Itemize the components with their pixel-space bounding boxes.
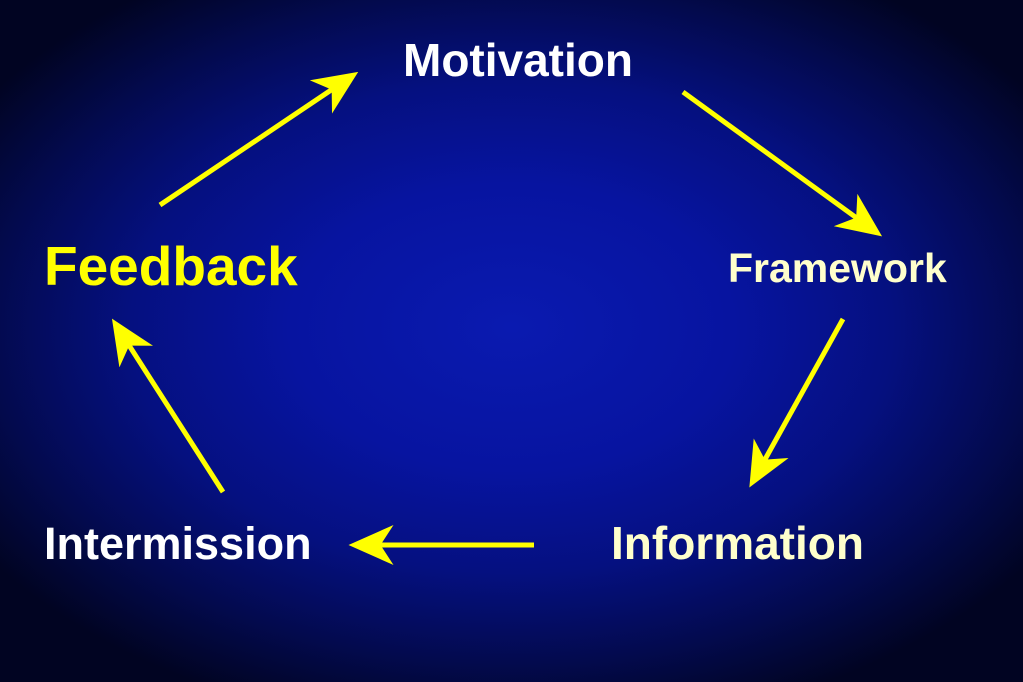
arrow-framework-to-information: [749, 317, 846, 488]
arrow-motivation-to-framework: [681, 89, 883, 237]
node-motivation: Motivation: [403, 34, 633, 86]
arrow-feedback-to-motivation: [158, 71, 359, 208]
arrow-intermission-to-feedback: [111, 318, 226, 494]
node-intermission: Intermission: [44, 518, 312, 569]
node-information: Information: [611, 517, 864, 569]
node-feedback: Feedback: [44, 235, 298, 297]
node-framework: Framework: [728, 245, 947, 291]
